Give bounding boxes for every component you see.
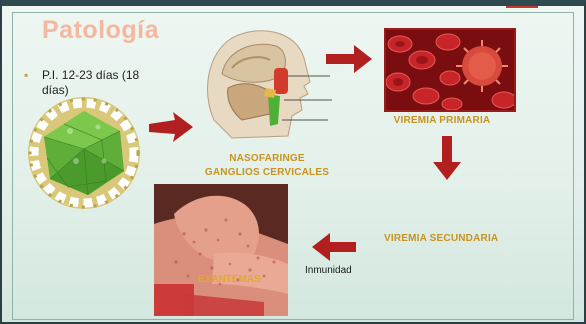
blood-cells-virus-icon [384, 28, 516, 112]
nasopharynx-anatomy-icon [192, 24, 332, 142]
arrow-left-icon [310, 232, 358, 267]
arrow-down-icon [432, 134, 462, 187]
virus-capsid-icon [20, 91, 152, 217]
arrow-right-icon [147, 112, 195, 149]
bullet-dot-icon: ▪ [24, 68, 28, 83]
nasofaringe-label: NASOFARINGE [182, 152, 352, 166]
exantemas-label: EXANTEMAS [198, 274, 258, 285]
top-accent-bar [506, 0, 538, 8]
arrow-right-icon [324, 44, 374, 79]
rash-skin-photo [154, 184, 288, 316]
slide-title: Patología [42, 16, 159, 45]
viremia-secundaria-label: VIREMIA SECUNDARIA [384, 233, 514, 244]
viremia-primaria-label: VIREMIA PRIMARIA [372, 115, 512, 126]
inmunidad-label: Inmunidad [305, 265, 352, 276]
nasopharynx-caption: NASOFARINGE GANGLIOS CERVICALES [182, 152, 352, 180]
ganglios-label: GANGLIOS CERVICALES [182, 166, 352, 180]
